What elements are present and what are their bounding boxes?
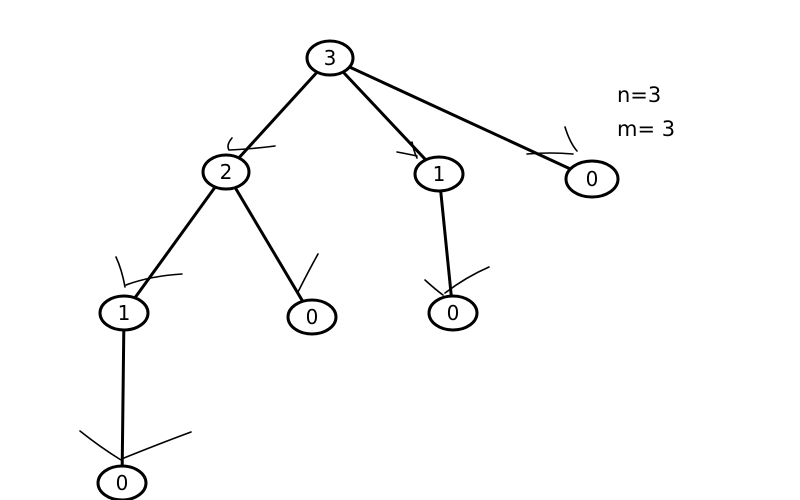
- arrowhead-icon: [424, 266, 490, 296]
- node-circle: [98, 294, 150, 332]
- node-label: 0: [306, 305, 319, 329]
- arrowhead-icon: [526, 126, 578, 155]
- node-label: 2: [220, 160, 233, 184]
- edge-a-to-a2: [233, 186, 305, 303]
- tree-node-a: 2: [201, 153, 251, 191]
- param-n: n=3: [617, 83, 662, 107]
- edge-a1-to-a1a: [120, 328, 126, 468]
- arrowhead-icon: [115, 256, 183, 288]
- node-circle: [201, 153, 251, 191]
- node-label: 0: [447, 301, 460, 325]
- tree-node-a1: 1: [98, 294, 150, 332]
- node-circle: [413, 155, 465, 193]
- arrowhead-icon: [227, 137, 276, 151]
- edge-b-to-b1: [439, 189, 453, 298]
- edge-root-to-c: [348, 65, 572, 171]
- arrowhead-icon: [79, 430, 192, 461]
- edges-layer: [120, 65, 572, 468]
- tree-node-root: 3: [305, 39, 355, 77]
- edge-a-to-a1: [133, 185, 217, 300]
- node-label: 3: [324, 46, 337, 70]
- node-label: 0: [586, 167, 599, 191]
- nodes-layer: 3 2 1 0 1 0 0 0: [96, 39, 620, 500]
- node-circle: [305, 39, 355, 77]
- node-label: 0: [116, 471, 129, 495]
- arrowheads-layer: [79, 126, 578, 461]
- tree-node-b1: 0: [427, 294, 479, 332]
- node-circle: [96, 464, 148, 500]
- param-m: m= 3: [617, 117, 676, 141]
- arrowhead-icon: [396, 141, 418, 159]
- node-circle: [564, 159, 620, 199]
- edge-root-to-a: [237, 70, 319, 160]
- node-label: 1: [433, 162, 446, 186]
- node-circle: [286, 298, 338, 336]
- node-circle: [427, 294, 479, 332]
- tree-node-c: 0: [564, 159, 620, 199]
- tree-node-a1a: 0: [96, 464, 148, 500]
- tree-node-b: 1: [413, 155, 465, 193]
- parameters-note: n=3 m= 3: [617, 78, 675, 146]
- tree-node-a2: 0: [286, 298, 338, 336]
- node-label: 1: [118, 301, 131, 325]
- arrowhead-icon: [291, 253, 319, 295]
